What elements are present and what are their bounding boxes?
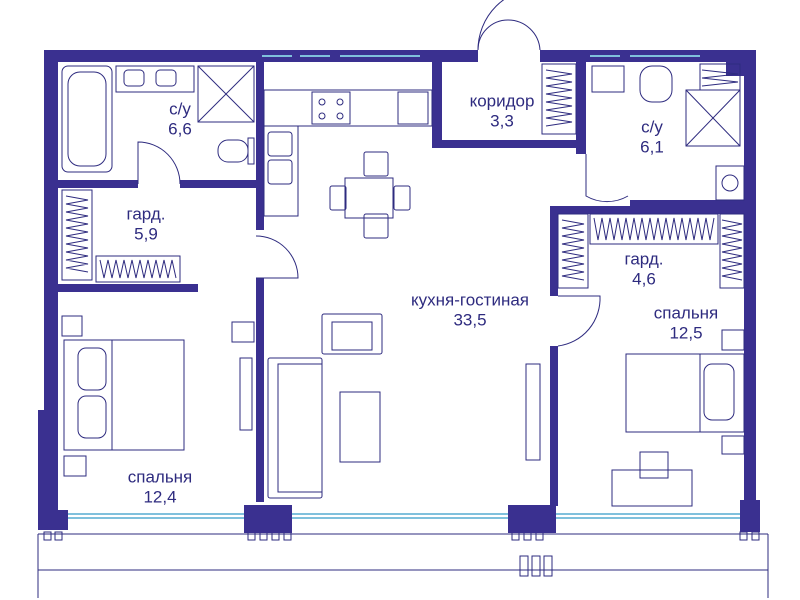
room-area: 33,5 — [453, 311, 487, 330]
room-name: с/у — [169, 99, 191, 119]
room-name: спальня — [653, 303, 719, 323]
room-label-wardrobe-left: гард. 5,9 — [127, 205, 166, 246]
room-name: гард. — [624, 249, 664, 269]
room-label-bath-right: с/у 6,1 — [640, 118, 664, 159]
exterior-walls — [38, 50, 760, 533]
room-label-bedroom-left: спальня 12,4 — [128, 468, 193, 509]
room-name: гард. — [126, 204, 166, 224]
room-area: 12,5 — [669, 324, 703, 343]
doors — [137, 0, 629, 347]
room-area: 6,6 — [168, 120, 192, 139]
room-area: 12,4 — [143, 488, 177, 507]
room-label-bath-left: с/у 6,6 — [168, 100, 192, 141]
room-area: 4,6 — [632, 270, 656, 289]
room-name: спальня — [127, 467, 193, 487]
room-name: с/у — [641, 117, 663, 137]
room-label-bedroom-right: спальня 12,5 — [654, 304, 719, 345]
room-area: 3,3 — [490, 112, 514, 131]
windows — [68, 55, 740, 519]
room-label-corridor: коридор 3,3 — [470, 92, 535, 133]
fixtures — [61, 63, 745, 507]
room-label-living-kitchen: кухня-гостиная 33,5 — [411, 291, 529, 332]
room-label-wardrobe-right: гард. 4,6 — [625, 250, 664, 291]
room-area: 6,1 — [640, 138, 664, 157]
balcony — [37, 531, 769, 598]
room-name: кухня-гостиная — [411, 290, 529, 310]
room-name: коридор — [469, 91, 535, 111]
room-area: 5,9 — [134, 225, 158, 244]
